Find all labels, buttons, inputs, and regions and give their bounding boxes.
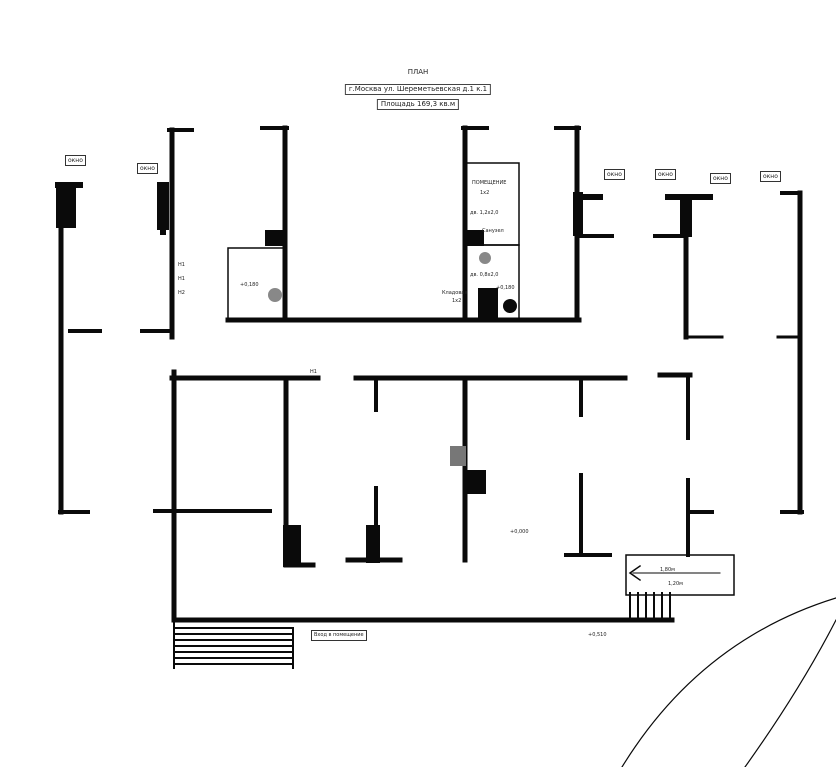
column-lower-1 (283, 525, 301, 567)
level-label-3: Н2 (178, 290, 185, 296)
stairs-dim-2: 1,20м (668, 581, 683, 587)
elevation-bottom: +0,510 (588, 632, 607, 638)
door-spec-1: дв. 1,2х2,0 (470, 210, 499, 216)
stairs-right (625, 554, 735, 619)
arc-inner (744, 619, 836, 767)
window-marker-4: окно (655, 169, 676, 180)
room-label-a: ПОМЕЩЕНИЕ (472, 180, 507, 186)
elevation-center: +0,000 (510, 529, 529, 535)
stairs-entrance (173, 619, 294, 669)
column-lower-3 (466, 470, 486, 494)
room-small-left (227, 247, 287, 321)
window-marker-5: окно (710, 173, 731, 184)
plan-address: г.Москва ул. Шереметьевская д.1 к.1 (344, 84, 492, 95)
level-label-1: Н1 (178, 262, 185, 268)
entrance-label: Вход в помещение (311, 630, 367, 641)
window-marker-6: окно (760, 171, 781, 182)
stairs-dim-1: 1,80м (660, 567, 675, 573)
elevation-left-room: +0,180 (240, 282, 259, 288)
arc-outer (621, 597, 836, 767)
point-marker-1 (268, 288, 282, 302)
small-room-label-b: 1х2 (452, 298, 462, 304)
block-bay-2-lower (478, 288, 498, 320)
elevation-top-right: +0,180 (496, 285, 515, 291)
column-left (56, 182, 76, 228)
plan-title: ПЛАН (404, 68, 432, 77)
window-marker-3: окно (604, 169, 625, 180)
column-lower-2 (366, 525, 380, 563)
room-label-b: 1х2 (480, 190, 490, 196)
door-spec-2: дв. 0,8х2,0 (470, 272, 499, 278)
window-marker-2: окно (137, 163, 158, 174)
point-marker-2 (479, 252, 491, 264)
column-right-2 (680, 197, 692, 237)
column-right-1 (573, 192, 583, 236)
small-room-label-a: Кладовая (442, 290, 468, 296)
column-left-2 (157, 182, 169, 230)
plan-area: Площадь 169,3 кв.м (376, 99, 460, 110)
shaded-block (450, 446, 466, 466)
corridor-tag: Н1 (310, 369, 317, 375)
block-bay-2 (466, 230, 484, 246)
wc-label: Санузел (482, 228, 504, 234)
window-marker-1: окно (65, 155, 86, 166)
point-marker-3 (503, 299, 517, 313)
block-bay-1 (265, 230, 285, 246)
level-label-2: Н1 (178, 276, 185, 282)
